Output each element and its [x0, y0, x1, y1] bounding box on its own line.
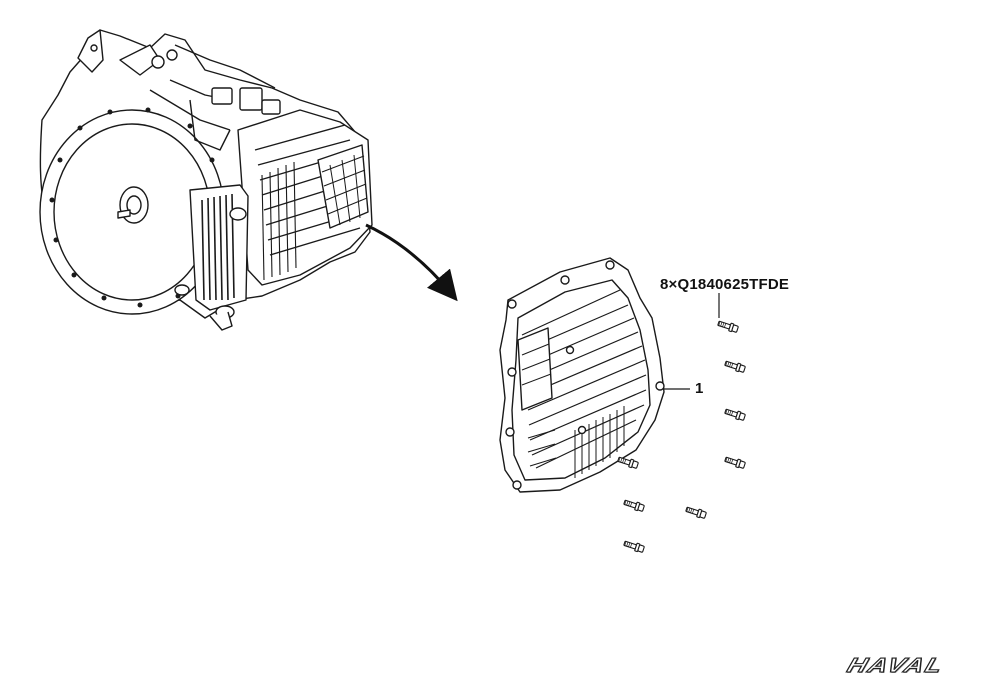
- bolt-icon: [717, 320, 739, 333]
- transmission-assembly: [39, 29, 373, 331]
- bolt-icon: [685, 506, 707, 519]
- bolt-icon: [623, 540, 645, 553]
- bolt-icon: [724, 456, 746, 469]
- part-number-callout: 1: [695, 380, 704, 397]
- bolt-group: [617, 320, 746, 553]
- brand-logo: HAVAL: [844, 650, 949, 681]
- bolt-icon: [623, 499, 645, 512]
- bolt-icon: [724, 408, 746, 421]
- removal-arrow: [365, 223, 458, 302]
- bolt-icon: [617, 456, 639, 469]
- oil-pan: [499, 257, 665, 493]
- bolt-spec-label: 8×Q1840625TFDE: [660, 276, 790, 293]
- brand-logo-text: HAVAL: [844, 653, 949, 678]
- bolt-icon: [724, 360, 746, 373]
